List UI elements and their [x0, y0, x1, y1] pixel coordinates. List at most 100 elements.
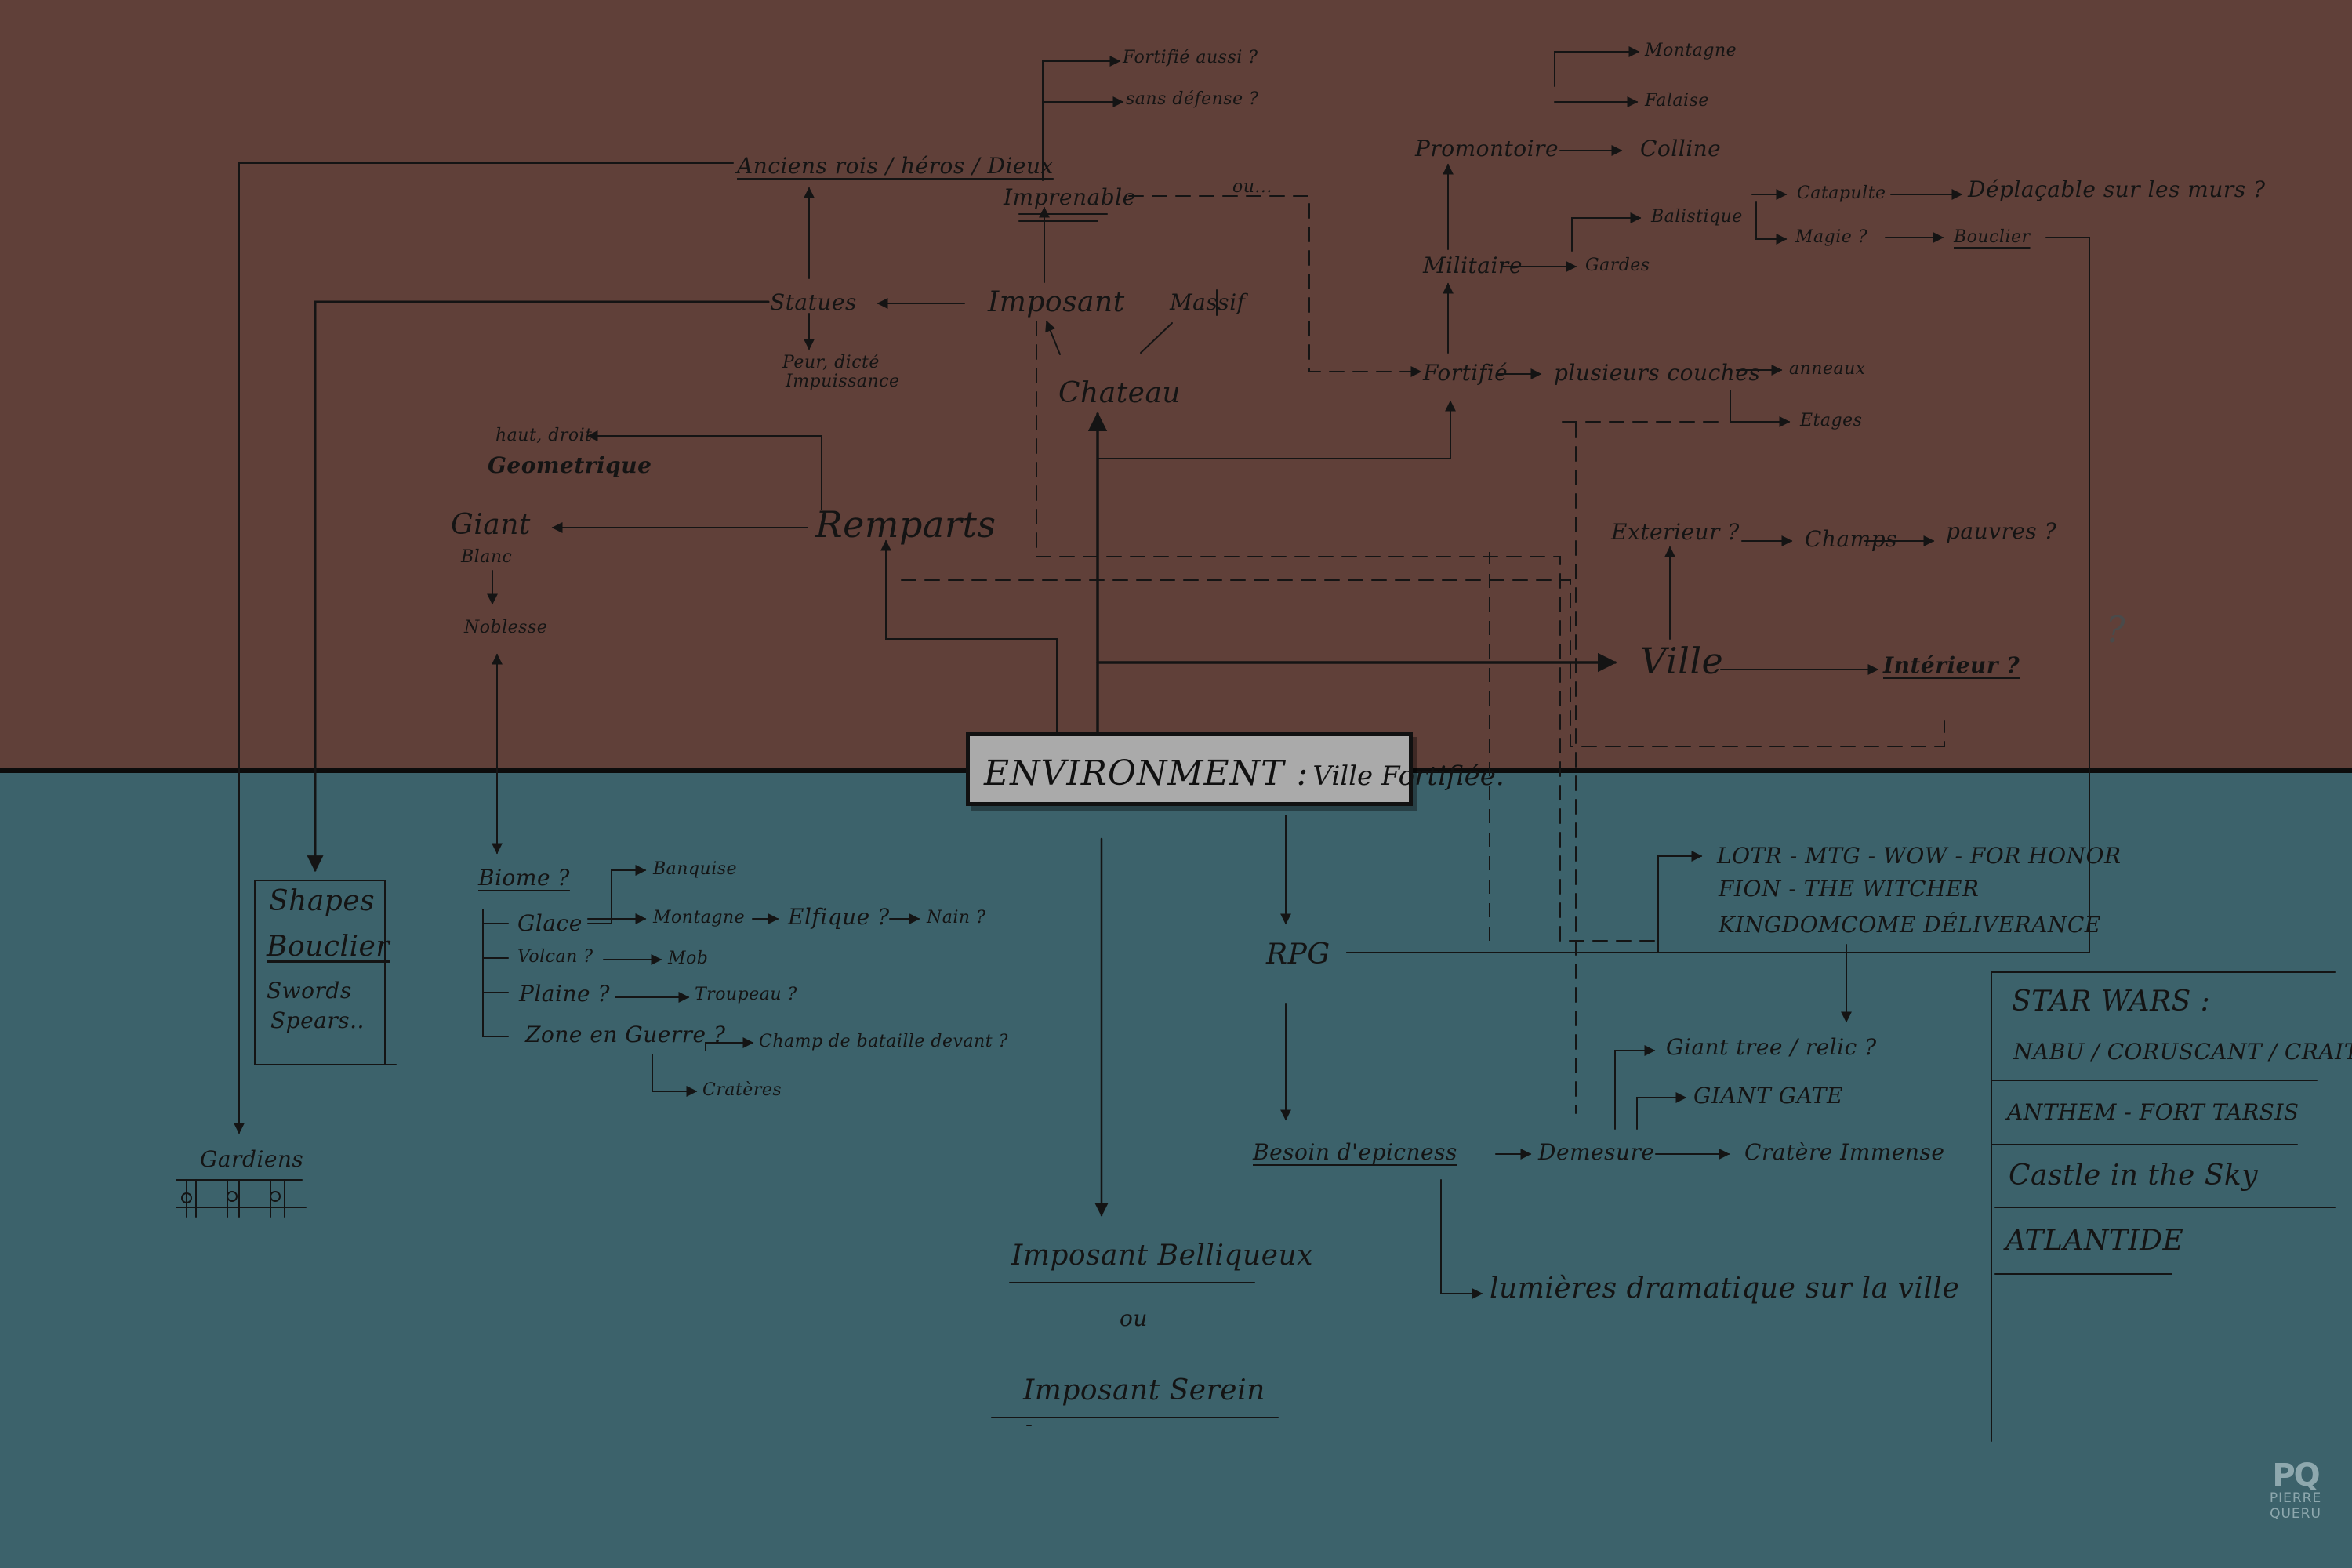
node-blanc: Blanc [461, 547, 513, 567]
node-promontoire: Promontoire [1415, 136, 1559, 162]
node-montagne: Montagne [1645, 41, 1737, 60]
node-giant-tree: Giant tree / relic ? [1666, 1034, 1877, 1060]
node-statues: Statues [770, 289, 857, 315]
node-giant-gate: GIANT GATE [1693, 1083, 1843, 1109]
node-demesure: Demesure [1538, 1139, 1655, 1165]
title-box: ENVIRONMENT : Ville Fortifiée. [966, 732, 1504, 806]
node-imposant-belliqueux: Imposant Belliqueux [1011, 1240, 1313, 1272]
node-ville: Ville [1640, 640, 1724, 682]
node-pauvres: pauvres ? [1946, 518, 2057, 544]
node-champs: Champs [1805, 526, 1897, 552]
wire-besoin-lumieres [1440, 1179, 1483, 1299]
node-massif: Massif [1170, 289, 1246, 315]
node-bouclier-top: Bouclier [1954, 227, 2031, 247]
question-mark: ? [2106, 608, 2126, 651]
node-plaine: Plaine ? [519, 981, 610, 1007]
wire-demesure-tree [1614, 1045, 1656, 1130]
shapes-title: Shapes [269, 885, 376, 917]
node-anciens: Anciens rois / héros / Dieux [737, 153, 1054, 179]
node-anneaux: anneaux [1789, 359, 1866, 379]
node-besoin: Besoin d'epicness [1253, 1139, 1457, 1165]
wire-chateau-fortifie [1097, 400, 1456, 459]
node-fortifie: Fortifié [1423, 360, 1508, 386]
node-elfique: Elfique ? [788, 904, 890, 930]
node-lumieres: lumières dramatique sur la ville [1490, 1272, 1960, 1305]
wire-dashed-center [901, 579, 1945, 747]
watermark-line-2: QUERU [2270, 1505, 2321, 1522]
wire-imprenable-ou-fortifie [1128, 195, 1422, 377]
wire-chateau-massif [1140, 322, 1173, 354]
ref-atlantide: ATLANTIDE [2005, 1225, 2184, 1257]
node-colline: Colline [1640, 136, 1722, 162]
upper-background [0, 0, 2352, 771]
watermark-line-1: PIERRE [2269, 1490, 2322, 1506]
refs-line-1: LOTR - MTG - WOW - FOR HONOR [1717, 843, 2122, 869]
node-magie: Magie ? [1795, 227, 1868, 247]
title-sub: Ville Fortifiée. [1312, 760, 1504, 792]
wire-gardes-balistique [1571, 212, 1642, 252]
node-zone-guerre: Zone en Guerre ? [525, 1022, 726, 1047]
node-falaise: Falaise [1645, 91, 1709, 111]
node-mob: Mob [668, 949, 709, 968]
wire-biome-volcan [482, 923, 509, 959]
node-militaire: Militaire [1423, 252, 1523, 278]
refs-panel-frame [1991, 971, 2336, 1442]
node-ou-top: ou... [1232, 177, 1272, 197]
node-remparts: Remparts [815, 503, 996, 546]
node-fortifie-aussi: Fortifié aussi ? [1123, 48, 1258, 67]
node-deplacable: Déplaçable sur les murs ? [1968, 176, 2266, 202]
node-imprenable: Imprenable [1004, 184, 1136, 210]
node-nain: Nain ? [927, 908, 986, 927]
node-chateau: Chateau [1058, 377, 1181, 409]
wire-title-remparts [880, 539, 1058, 734]
wire-statues-shapes [307, 300, 770, 873]
shapes-swords: Swords [267, 978, 352, 1004]
wire-balistique-magie [1755, 201, 1788, 245]
wire-imprenable-fortifie-aussi [1042, 56, 1121, 181]
node-champ-bataille: Champ de bataille devant ? [759, 1032, 1008, 1051]
node-crateres: Cratères [702, 1080, 782, 1100]
ref-anthem: ANTHEM - FORT TARSIS [2007, 1099, 2299, 1125]
node-geometrique: Geometrique [488, 452, 652, 478]
wire-zone-crateres [652, 1054, 698, 1097]
reference-panel: STAR WARS : NABU / CORUSCANT / CRAIT ANT… [1982, 972, 2352, 1443]
ref-nabu: NABU / CORUSCANT / CRAIT [2013, 1039, 2352, 1065]
node-balistique: Balistique [1651, 207, 1743, 227]
refs-line-2: FION - THE WITCHER [1719, 876, 1980, 902]
node-giant: Giant [451, 509, 531, 541]
wire-bouclier-rpg [1346, 237, 2090, 953]
wire-anciens-gardiens [234, 162, 734, 1134]
wire-remparts-haut [586, 430, 822, 510]
wire-imposant-dashed-left [1036, 321, 1658, 942]
node-volcan: Volcan ? [517, 947, 593, 967]
node-interieur: Intérieur ? [1883, 652, 2020, 678]
ref-castle: Castle in the Sky [2009, 1160, 2259, 1192]
node-impuissance: Impuissance [786, 372, 900, 391]
shapes-spears: Spears.. [270, 1007, 365, 1033]
wire-glace-banquise [587, 865, 647, 924]
node-plusieurs: plusieurs couches [1554, 360, 1761, 386]
wire-biome-plaine [482, 957, 509, 993]
title: ENVIRONMENT : Ville Fortifiée. [984, 753, 1504, 793]
watermark: PQ PIERRE QUERU [2256, 1460, 2335, 1522]
node-noblesse: Noblesse [464, 618, 548, 637]
node-etages: Etages [1800, 411, 1863, 430]
node-imposant: Imposant [988, 286, 1125, 318]
ref-star-wars: STAR WARS : [2012, 985, 2211, 1018]
wire-demesure-gate [1636, 1097, 1682, 1130]
node-gardiens: Gardiens [200, 1146, 304, 1172]
wire-imposant-massif [1045, 320, 1061, 355]
node-b-montagne: Montagne [653, 908, 746, 927]
node-banquise: Banquise [653, 859, 738, 879]
node-catapulte: Catapulte [1797, 183, 1886, 203]
node-haut-droit: haut, droit [495, 426, 593, 445]
node-ou: ou [1120, 1305, 1148, 1331]
shapes-bouclier: Bouclier [267, 931, 390, 963]
node-sans-defense: sans défense ? [1126, 89, 1259, 109]
node-peur: Peur, dicté [782, 353, 880, 372]
node-exterieur: Exterieur ? [1611, 519, 1740, 545]
wire-rpg-refs [1346, 851, 1703, 953]
watermark-logo: PQ [2272, 1457, 2320, 1494]
